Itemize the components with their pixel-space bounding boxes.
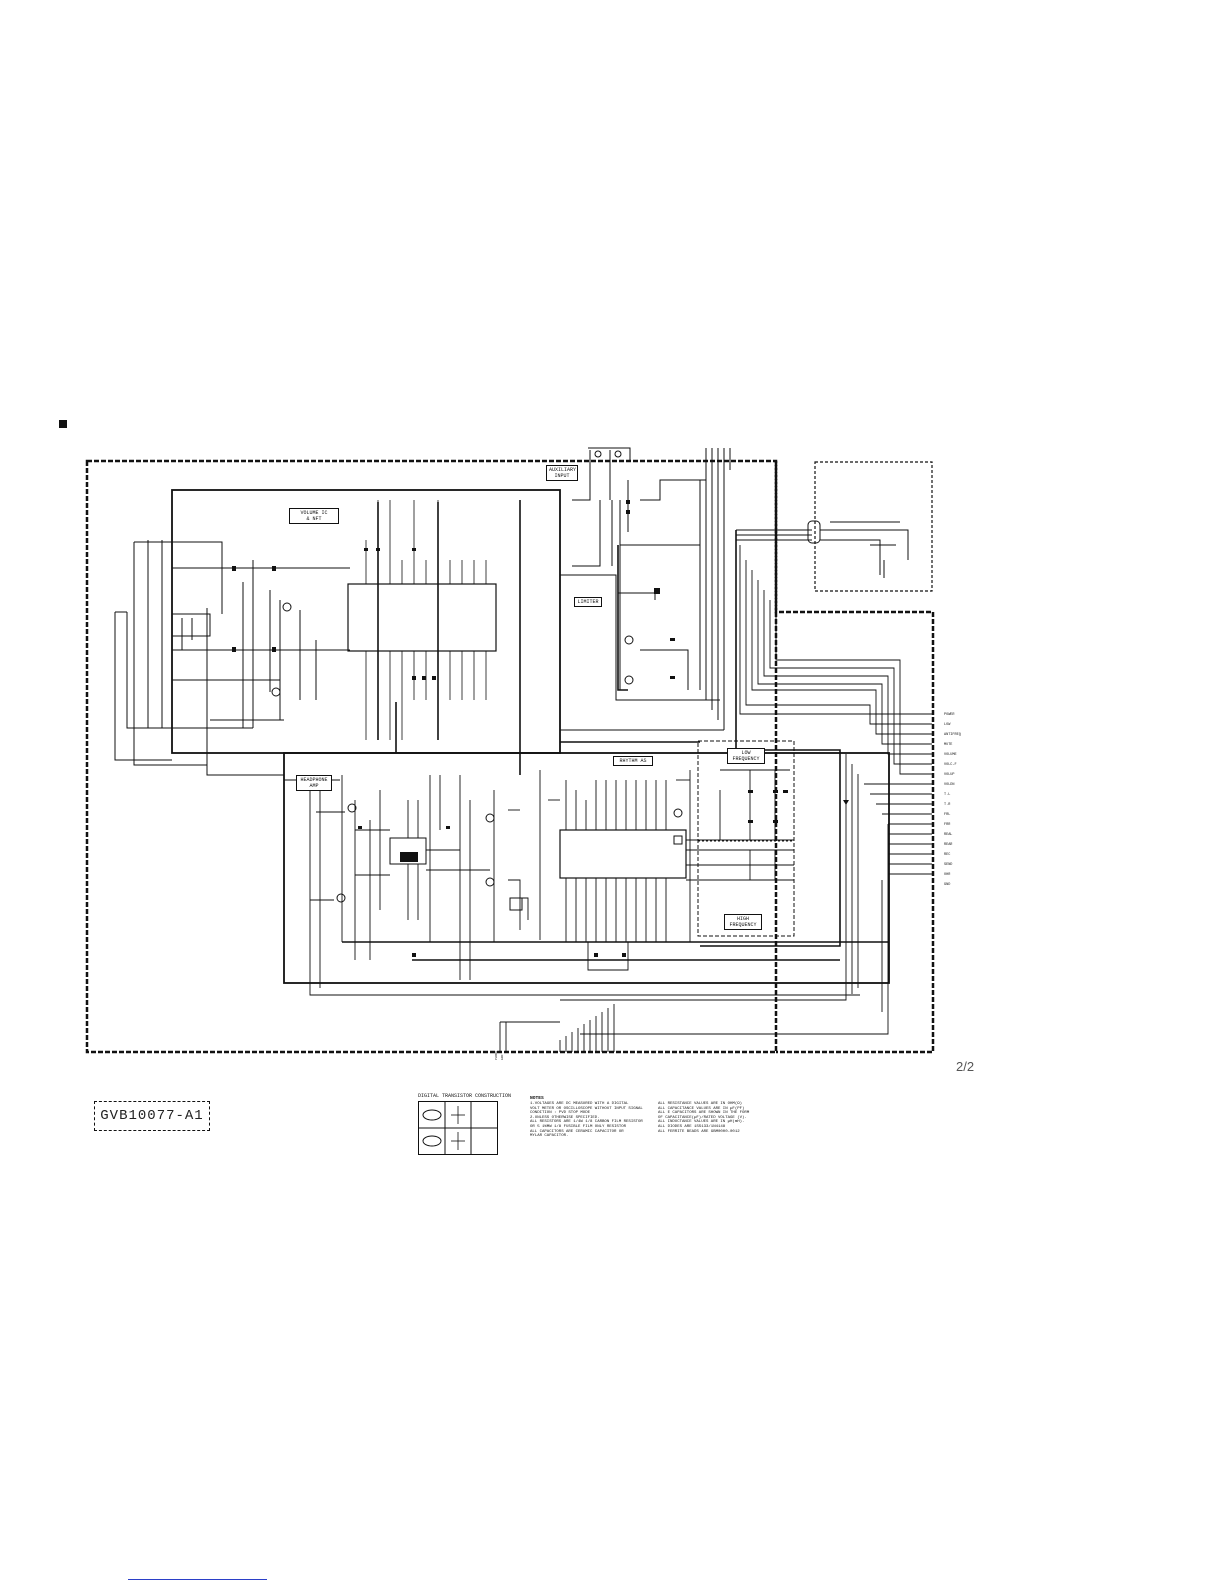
- note-line: CONDITION : PVD STOP MODE: [530, 1111, 591, 1116]
- svg-text:PHONE: PHONE: [495, 1051, 498, 1060]
- top-right-wiring: [705, 448, 909, 578]
- connector-pin: VOLC-F: [944, 763, 957, 767]
- svg-text:GND: GND: [501, 1054, 504, 1060]
- low-frequency-label: LOW FREQUENCY: [727, 748, 765, 764]
- board-boundary: [85, 459, 778, 1054]
- connector-pin: T.L: [944, 793, 951, 797]
- rhythm-label: RHYTHM AS: [613, 756, 653, 766]
- note-line: 2.UNLESS OTHERWISE SPECIFIED.: [530, 1115, 600, 1120]
- connector-pin: REAL: [944, 833, 953, 837]
- note-line: VOLT METER OR OSCILLOSCOPE WITHOUT INPUT…: [530, 1106, 643, 1111]
- input-ic: [171, 613, 211, 637]
- bottom-pin-labels: PHONE GND: [495, 1051, 504, 1060]
- aux-region: [560, 447, 725, 731]
- footer-link-underline[interactable]: [128, 1579, 267, 1580]
- connector-pin: REC: [944, 853, 951, 857]
- note-line: MYLAR CAPACITOR.: [530, 1134, 569, 1139]
- connector-pin: REAR: [944, 843, 953, 847]
- volume-ic-label: VOLUME IC & NFT: [289, 508, 339, 524]
- note-line: ALL FERRITE BEADS ARE GBM0000-0012: [658, 1129, 740, 1134]
- schematic-notes: NOTES 1.VOLTAGES ARE DC MEASURED WITH A …: [530, 1096, 760, 1138]
- board-id-label: GVB10077-A1: [94, 1101, 210, 1131]
- connector-pin: FRL: [944, 813, 951, 817]
- volume-ic: [347, 583, 497, 652]
- note-line: ALL DIODES ARE 1SS133/1N4148: [658, 1124, 726, 1129]
- aux-input-label: AUXILIARY INPUT: [546, 465, 578, 481]
- connector-pin: LOW: [944, 723, 951, 727]
- rhythm-ic: [559, 829, 687, 879]
- connector-pin: VOLUP: [944, 773, 955, 777]
- connector-pin: OHR: [944, 873, 951, 877]
- high-frequency-label: HIGH FREQUENCY: [724, 914, 762, 930]
- rhythm-wiring: [539, 769, 794, 971]
- connector-pin: ANTIFREQ: [944, 733, 961, 737]
- note-line: OF CAPACITANCE(µF)/RATED VOLTAGE (V).: [658, 1115, 747, 1120]
- headphone-block: [283, 752, 890, 984]
- note-line: ALL RESISTORS ARE 1/4W 1/8 CARBON FILM R…: [530, 1120, 643, 1125]
- filter-region: [697, 740, 795, 937]
- dtc-title: DIGITAL TRANSISTOR CONSTRUCTION: [418, 1093, 512, 1099]
- connector-pin: POWER: [944, 713, 955, 717]
- connector-pin: SEND: [944, 863, 953, 867]
- limiter-label: LIMITER: [574, 597, 602, 607]
- volume-ic-leads: [365, 500, 487, 740]
- connector-pin: VOLUME: [944, 753, 957, 757]
- notes-heading: NOTES: [530, 1096, 544, 1101]
- digital-transistor-construction: DIGITAL TRANSISTOR CONSTRUCTION: [418, 1093, 512, 1155]
- note-line: ALL INDUCTANCE VALUES ARE IN µH(mH).: [658, 1120, 745, 1125]
- note-line: ALL CAPACITANCE VALUES ARE IN µF(PF): [658, 1106, 745, 1111]
- dtc-table: [418, 1101, 498, 1155]
- headphone-amp-label: HEADPHONE AMP: [296, 775, 332, 791]
- note-line: 1.VOLTAGES ARE DC MEASURED WITH A DIGITA…: [530, 1102, 629, 1106]
- connector-pin: T.R: [944, 803, 951, 807]
- connector-pin: MUTE: [944, 743, 953, 747]
- page-number: 2/2: [956, 1059, 975, 1074]
- board-boundary-extension: [774, 461, 935, 1054]
- bottom-leads: [499, 1004, 615, 1052]
- note-line: OR 5 1%MW 1/8 FUSIBLE FILM ONLY RESISTOR: [530, 1124, 627, 1129]
- note-line: ALL RESISTANCE VALUES ARE IN OHM(Ω): [658, 1102, 743, 1106]
- sub-board: [814, 461, 933, 592]
- right-connector-rails: [560, 545, 932, 1035]
- connector-pin: GND: [944, 883, 951, 887]
- headphone-wiring: [284, 775, 860, 996]
- note-line: ALL E CAPACITORS ARE SHOWN IN THE FORM: [658, 1111, 750, 1116]
- notes-left-column: 1.VOLTAGES ARE DC MEASURED WITH A DIGITA…: [530, 1102, 655, 1139]
- left-rails: [114, 540, 350, 776]
- notes-right-column: ALL RESISTANCE VALUES ARE IN OHM(Ω) ALL …: [658, 1102, 758, 1134]
- section-marker: [59, 420, 67, 428]
- note-line: ALL CAPACITORS ARE CERAMIC CAPACITOR OR: [530, 1129, 624, 1134]
- connector-pin: VOLDN: [944, 783, 955, 787]
- connector-pin: FRR: [944, 823, 951, 827]
